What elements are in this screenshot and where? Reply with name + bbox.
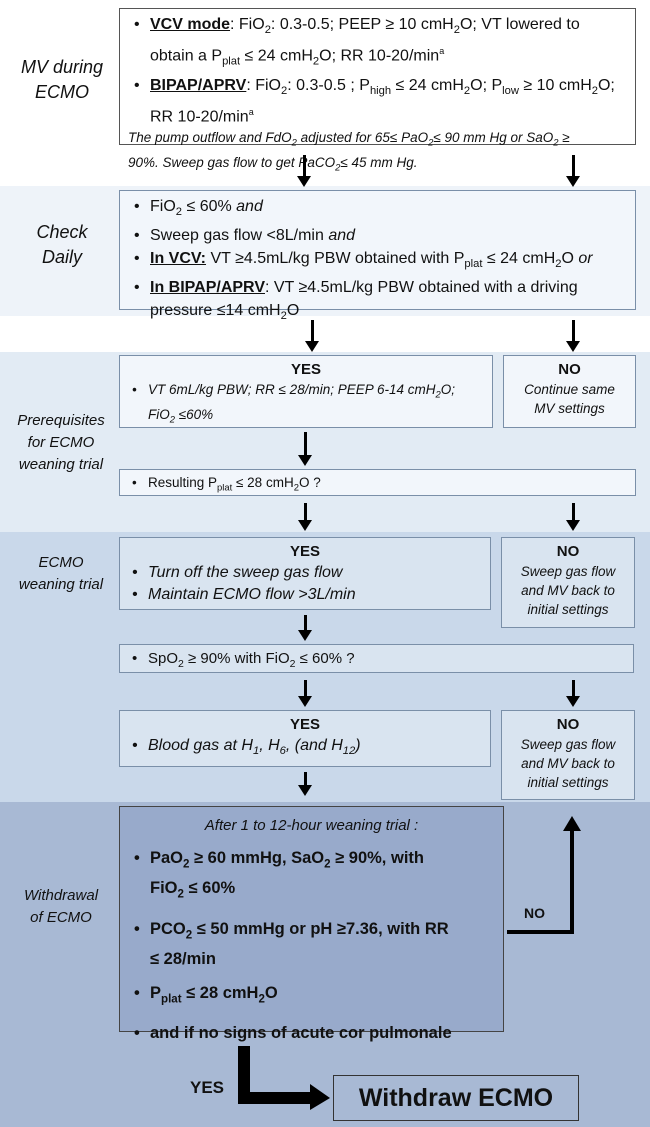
side-label-check-daily: Check Daily bbox=[36, 222, 88, 267]
criterion-pco2: PCO2 ≤ 50 mmHg or pH ≥7.36, with RR≤ 28/… bbox=[128, 917, 495, 971]
no-return-arrow-head bbox=[563, 816, 581, 831]
side-label-withdrawal: Withdrawal of ECMO bbox=[23, 887, 99, 926]
arrow-down bbox=[297, 155, 311, 187]
yes-label: YES bbox=[290, 361, 321, 378]
yes-final-label: YES bbox=[190, 1078, 225, 1097]
check-vcv-item: In VCV: VT ≥4.5mL/kg PBW obtained with P… bbox=[128, 247, 627, 276]
mv-settings-box: VCV mode: FiO2: 0.3-0.5; PEEP ≥ 10 cmH2O… bbox=[119, 8, 636, 174]
check-daily-box: FiO2 ≤ 60% and Sweep gas flow <8L/min an… bbox=[119, 190, 636, 323]
arrow-down bbox=[298, 432, 312, 466]
no-return-label: NO bbox=[524, 905, 545, 921]
criterion-cor-pulmonale: and if no signs of acute cor pulmonale bbox=[128, 1021, 495, 1045]
withdraw-ecmo-box: Withdraw ECMO bbox=[333, 1075, 579, 1121]
arrow-down bbox=[566, 680, 580, 707]
no-return-arrow-line bbox=[507, 829, 574, 934]
arrow-down bbox=[298, 503, 312, 531]
weaning-trial-header: After 1 to 12-hour weaning trial : bbox=[204, 817, 419, 834]
yes-l-arrow-line bbox=[238, 1046, 312, 1104]
yes-l-arrow bbox=[238, 1046, 330, 1110]
no-return-arrow bbox=[507, 816, 581, 934]
check-fio2-item: FiO2 ≤ 60% and bbox=[128, 195, 627, 224]
side-label-ecmo-weaning-trial: ECMO weaning trial bbox=[18, 554, 104, 593]
yes-label: YES bbox=[289, 543, 320, 560]
prereq-yes-box: YES VT 6mL/kg PBW; RR ≤ 28/min; PEEP 6-1… bbox=[119, 355, 493, 428]
bloodgas-no-box: NO Sweep gas flow and MV back to initial… bbox=[501, 710, 635, 800]
maintain-flow-item: Maintain ECMO flow >3L/min bbox=[126, 584, 484, 606]
plat-question-box: Resulting Pplat ≤ 28 cmH2O ? bbox=[119, 469, 636, 496]
yes-label: YES bbox=[289, 716, 320, 733]
prereq-no-box: NO Continue same MV settings bbox=[503, 355, 636, 428]
bipap-aprv-item: BIPAP/APRV: FiO2: 0.3-0.5 ; Phigh ≤ 24 c… bbox=[128, 75, 627, 128]
arrow-down bbox=[298, 680, 312, 707]
arrow-down bbox=[305, 320, 319, 352]
no-label: NO bbox=[556, 716, 580, 733]
side-label-prerequisites: Prerequisites for ECMO weaning trial bbox=[17, 412, 105, 473]
bloodgas-yes-box: YES Blood gas at H1, H6, (and H12) bbox=[119, 710, 491, 767]
turn-off-sweep-item: Turn off the sweep gas flow bbox=[126, 562, 484, 584]
arrow-down bbox=[566, 503, 580, 531]
weaning-no-box: NO Sweep gas flow and MV back to initial… bbox=[501, 537, 635, 628]
vcv-mode-item: VCV mode: FiO2: 0.3-0.5; PEEP ≥ 10 cmH2O… bbox=[128, 14, 627, 73]
arrow-down bbox=[566, 320, 580, 352]
check-bipap-item: In BIPAP/APRV: VT ≥4.5mL/kg PBW obtained… bbox=[128, 276, 627, 328]
arrow-down bbox=[566, 155, 580, 187]
no-label: NO bbox=[558, 361, 581, 378]
spo2-question: SpO2 ≥ 90% with FiO2 ≤ 60% ? bbox=[126, 649, 627, 674]
side-label-mv-during-ecmo: MV during ECMO bbox=[20, 57, 104, 102]
prereq-item: VT 6mL/kg PBW; RR ≤ 28/min; PEEP 6-14 cm… bbox=[126, 380, 486, 429]
arrow-down bbox=[298, 615, 312, 641]
no-label: NO bbox=[556, 543, 580, 560]
arrow-down bbox=[298, 772, 312, 796]
plat-question: Resulting Pplat ≤ 28 cmH2O ? bbox=[126, 473, 629, 499]
withdrawal-criteria-box: After 1 to 12-hour weaning trial : PaO2 … bbox=[119, 806, 504, 1045]
yes-l-arrow-head bbox=[310, 1084, 330, 1110]
blood-gas-item: Blood gas at H1, H6, (and H12) bbox=[126, 735, 484, 762]
criterion-pplat: Pplat ≤ 28 cmH2O bbox=[128, 981, 495, 1011]
pump-outflow-note: The pump outflow and FdO2 adjusted for 6… bbox=[128, 130, 570, 174]
spo2-question-box: SpO2 ≥ 90% with FiO2 ≤ 60% ? bbox=[119, 644, 634, 673]
weaning-yes-box: YES Turn off the sweep gas flow Maintain… bbox=[119, 537, 491, 610]
check-sweep-item: Sweep gas flow <8L/min and bbox=[128, 224, 627, 247]
